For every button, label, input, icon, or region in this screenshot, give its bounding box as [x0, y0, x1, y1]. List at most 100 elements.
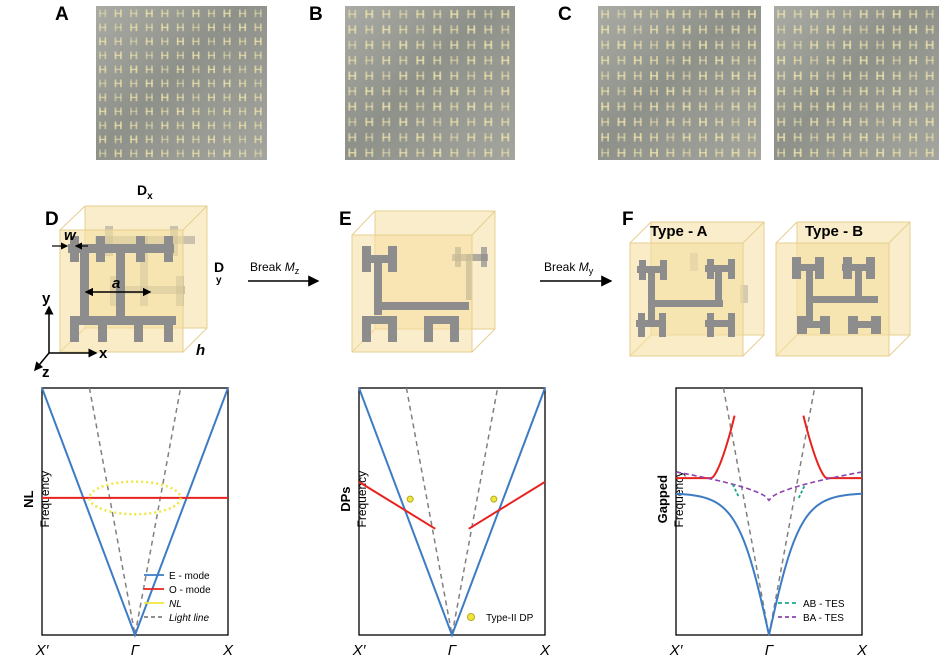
axis-label-x: x — [99, 345, 108, 362]
motif-bar — [161, 124, 169, 127]
motif-bar — [467, 28, 476, 31]
motif-bar — [859, 121, 868, 123]
photo-motif — [810, 40, 819, 50]
motif-bar — [348, 105, 357, 108]
motif-bar — [416, 152, 425, 154]
motif-bar — [484, 13, 493, 15]
photo-motif — [826, 86, 835, 96]
motif-bar — [617, 136, 626, 139]
motif-bar — [925, 121, 934, 123]
motif-bar — [130, 40, 138, 43]
motif-bar — [633, 28, 642, 31]
motif-bar — [682, 105, 691, 108]
motif-bar — [239, 26, 247, 29]
motif-bar — [666, 105, 675, 108]
photo-motif — [192, 23, 200, 32]
photo-motif — [99, 135, 107, 144]
motif-bar — [666, 44, 675, 46]
label-dx: Dx — [137, 182, 153, 202]
photo-motif — [192, 37, 200, 46]
photo-motif — [99, 79, 107, 88]
motif-bar — [145, 152, 153, 155]
motif-bar — [484, 105, 493, 108]
photo-motif — [892, 102, 901, 111]
photo-motif — [416, 133, 425, 142]
photo-motif — [192, 121, 200, 130]
motif-bar — [617, 90, 626, 92]
motif-bar — [843, 152, 852, 154]
motif-bar — [176, 110, 184, 113]
photo-motif — [777, 56, 786, 65]
legend-label: Light line — [169, 613, 209, 624]
motif-bar — [348, 121, 357, 123]
motif-bar — [192, 54, 200, 57]
photo-motif — [601, 56, 610, 65]
photo-motif — [715, 25, 724, 34]
motif-bar — [601, 136, 610, 139]
photo-motif — [382, 56, 391, 65]
motif-bar — [99, 26, 107, 29]
motif-bar — [843, 136, 852, 139]
x-tick-label: X′ — [669, 642, 684, 656]
motif-bar — [114, 12, 122, 15]
motif-bar — [682, 13, 691, 15]
motif-bar — [130, 138, 138, 141]
photo-sample-c-left — [598, 6, 761, 160]
motif-bar — [793, 13, 802, 15]
motif-bar — [114, 40, 122, 43]
legend-marker — [467, 613, 475, 621]
photo-motif — [145, 149, 153, 158]
photo-motif — [909, 148, 918, 157]
motif-bar — [859, 90, 868, 92]
photo-motif — [601, 102, 610, 111]
photo-motif — [826, 40, 835, 50]
photo-motif — [365, 148, 374, 157]
motif-bar — [99, 96, 107, 99]
motif-bar — [192, 26, 200, 29]
motif-bar — [176, 138, 184, 141]
photo-motif — [650, 56, 658, 65]
photo-motif — [176, 65, 184, 74]
photo-motif — [348, 133, 357, 142]
motif-bar — [114, 26, 122, 29]
motif-bar — [876, 152, 885, 154]
photo-motif — [130, 9, 138, 18]
motif-bar — [399, 90, 408, 92]
motif-bar — [145, 124, 153, 127]
photo-motif — [161, 37, 169, 46]
photo-motif — [114, 37, 122, 46]
photo-motif — [666, 117, 675, 127]
photo-motif — [793, 56, 802, 65]
motif-bar — [715, 59, 724, 62]
motif-bar — [650, 121, 658, 123]
photo-motif — [223, 107, 231, 116]
motif-bar — [501, 75, 510, 77]
photo-motif — [501, 133, 510, 142]
motif-bar — [666, 136, 675, 139]
y-axis-label: Gapped — [655, 475, 670, 523]
photo-motif — [633, 133, 642, 142]
motif-bar — [925, 90, 934, 92]
motif-bar — [239, 68, 247, 71]
photo-motif — [715, 86, 724, 96]
motif-bar — [416, 28, 425, 31]
photo-motif — [176, 51, 184, 60]
schematic-f-type-a: Type - A — [629, 221, 765, 357]
motif-bar — [793, 152, 802, 154]
motif-bar — [826, 121, 835, 123]
motif-bar — [365, 152, 374, 154]
photo-motif — [909, 86, 918, 96]
photo-motif — [254, 135, 262, 144]
photo-motif — [617, 148, 626, 157]
photo-motif — [699, 40, 707, 50]
photo-motif — [892, 25, 901, 34]
motif-bar — [826, 75, 835, 77]
photo-motif — [223, 65, 231, 74]
photo-motif — [161, 135, 169, 144]
motif-bar — [715, 13, 724, 15]
photo-motif — [633, 9, 642, 19]
photo-motif — [925, 117, 934, 127]
motif-bar — [682, 75, 691, 77]
